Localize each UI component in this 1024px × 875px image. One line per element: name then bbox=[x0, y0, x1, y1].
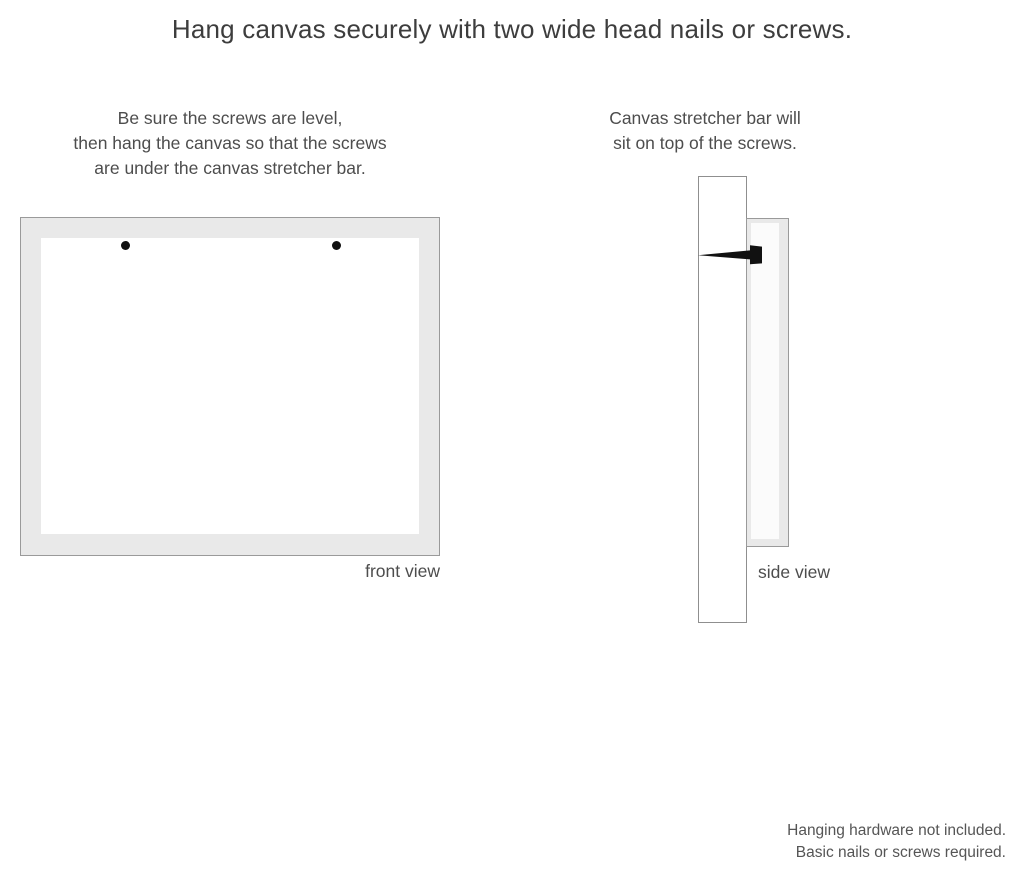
footer-disclaimer: Hanging hardware not included. Basic nai… bbox=[787, 820, 1006, 864]
canvas-stretcher-bar-cross-section bbox=[746, 218, 789, 547]
side-view-caption-line-1: Canvas stretcher bar will bbox=[609, 108, 801, 128]
footer-line-2: Basic nails or screws required. bbox=[795, 844, 1006, 861]
canvas-frame-inner bbox=[41, 238, 419, 534]
screw-head-icon-left bbox=[121, 241, 130, 250]
side-view-caption-line-2: sit on top of the screws. bbox=[613, 133, 797, 153]
wall-cross-section bbox=[698, 176, 747, 623]
screw-side-icon bbox=[698, 244, 764, 266]
side-view-caption: Canvas stretcher bar will sit on top of … bbox=[585, 106, 825, 156]
front-view-caption-line-3: are under the canvas stretcher bar. bbox=[94, 158, 366, 178]
page-title: Hang canvas securely with two wide head … bbox=[171, 14, 853, 44]
footer-line-1: Hanging hardware not included. bbox=[787, 822, 1006, 839]
side-view-label: side view bbox=[758, 562, 830, 582]
front-view-diagram bbox=[20, 217, 440, 556]
front-view-caption: Be sure the screws are level, then hang … bbox=[20, 106, 440, 181]
front-view-label: front view bbox=[365, 561, 440, 581]
side-view-diagram bbox=[698, 176, 793, 626]
front-view-caption-line-2: then hang the canvas so that the screws bbox=[73, 133, 387, 153]
canvas-stretcher-bar-inner bbox=[751, 223, 779, 539]
front-view-caption-line-1: Be sure the screws are level, bbox=[117, 108, 343, 128]
screw-head-icon-right bbox=[332, 241, 341, 250]
